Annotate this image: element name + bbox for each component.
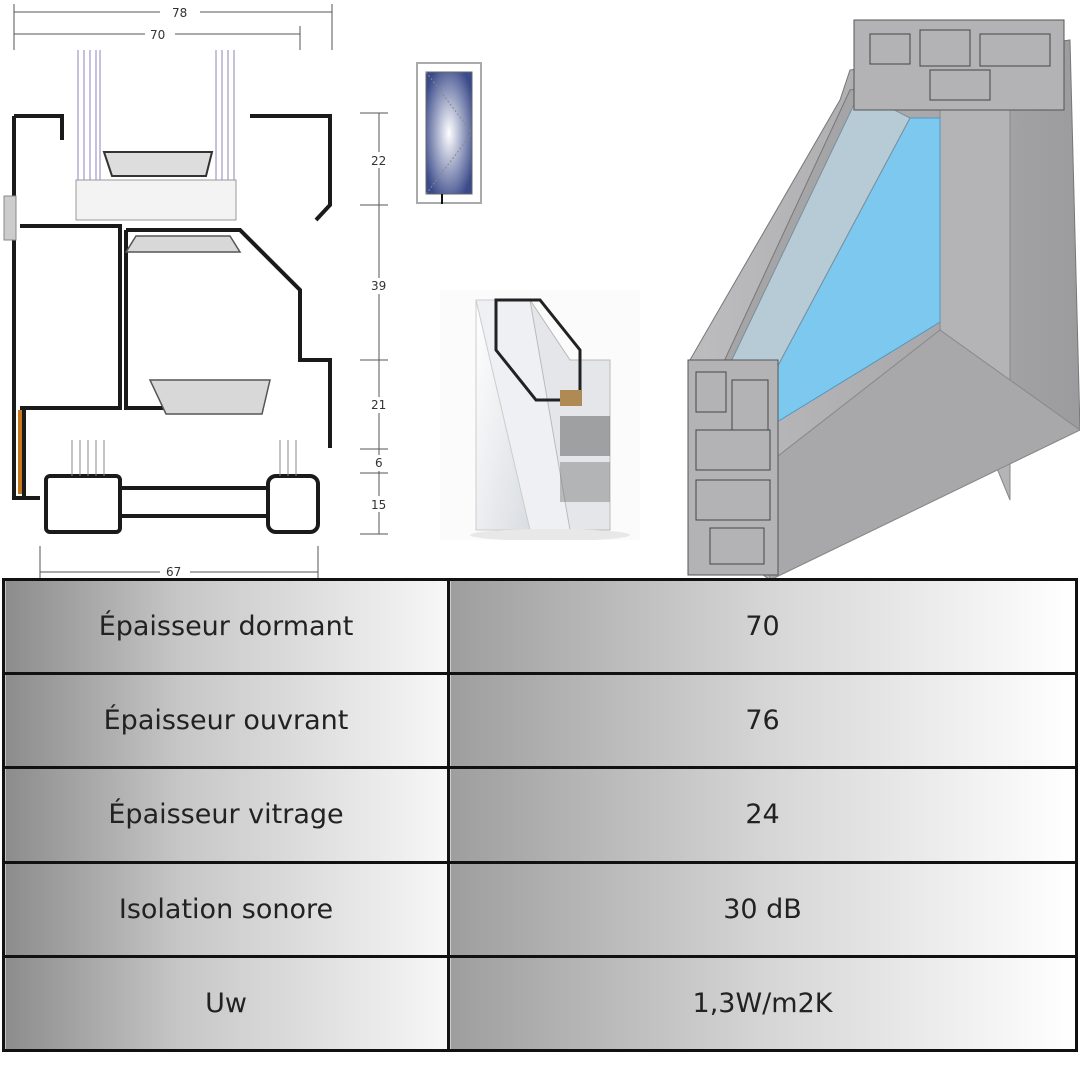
table-row: Uw 1,3W/m2K [2,954,1078,1053]
table-row: Épaisseur ouvrant 76 [2,672,1078,770]
spec-value: 1,3W/m2K [447,954,1078,1053]
spec-value: 76 [447,672,1078,770]
spec-value: 24 [447,766,1078,864]
dim-top-inner: 70 [150,28,165,42]
dim-right-4: 6 [375,456,383,470]
dim-right-5: 15 [371,498,386,512]
window-corner-3d-render [687,19,1080,580]
spec-value: 30 dB [447,860,1078,958]
spec-label: Épaisseur ouvrant [2,672,450,770]
table-row: Isolation sonore 30 dB [2,860,1078,958]
illustrations: 78 70 67 22 39 21 6 15 [3,4,1080,580]
dim-right-1: 22 [371,154,386,168]
spec-value: 70 [447,577,1078,676]
profile-cross-section-drawing: 78 70 67 22 39 21 6 15 [3,4,390,580]
specifications-table: Épaisseur dormant 70 Épaisseur ouvrant 7… [2,577,1078,1053]
spec-label: Isolation sonore [2,860,450,958]
dim-right-3: 21 [371,398,386,412]
table-row: Épaisseur dormant 70 [2,577,1078,676]
profile-section-photo [440,290,640,540]
dim-top-outer: 78 [172,6,187,20]
spec-label: Épaisseur vitrage [2,766,450,864]
spec-label: Épaisseur dormant [2,577,450,676]
table-row: Épaisseur vitrage 24 [2,766,1078,864]
spec-label: Uw [2,954,450,1053]
dim-right-2: 39 [371,279,386,293]
dim-bottom: 67 [166,565,181,579]
window-icon [416,62,482,204]
